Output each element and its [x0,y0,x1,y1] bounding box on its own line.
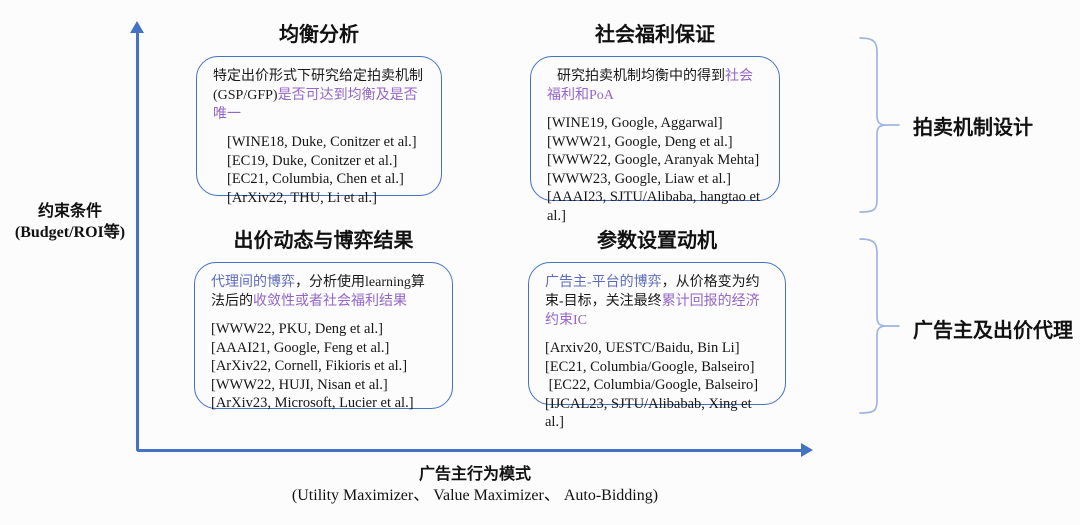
citation: [ArXiv22, Cornell, Fikioris et al.] [211,358,408,374]
desc-segment: 特定出价形式下研究给定拍卖机制(GSP/GFP) [213,69,423,103]
brace-label-advertiser-agent: 广告主及出价代理 [913,320,1073,342]
citation: [EC21, Columbia, Chen et al.] [227,171,404,187]
citation: [IJCAL23, SJTU/Alibabab, Xing et al.] [545,395,756,431]
quadrant-box: 广告主-平台的博弈，从价格变为约束-目标，关注最终累计回报的经济约束IC [Ar… [528,262,786,430]
y-axis-line [136,30,139,451]
desc-segment: ，分析使用learning算法后的 [211,275,425,309]
quadrant-equilibrium-analysis: 均衡分析 特定出价形式下研究给定拍卖机制(GSP/GFP)是否可达到均衡及是否唯… [196,22,442,206]
x-axis-label-line1: 广告主行为模式 [418,466,531,483]
quadrant-title: 均衡分析 [279,24,359,46]
x-axis-label-line2: (Utility Maximizer、 Value Maximizer、 Aut… [291,487,659,504]
citation: [EC19, Duke, Conitzer et al.] [227,152,398,169]
citation-list: [WINE19, Google, Aggarwal] [WWW21, Googl… [547,114,765,225]
curly-brace-icon [859,37,900,213]
citation: [EC22, Columbia/Google, Balseiro] [545,377,759,393]
quadrant-title: 参数设置动机 [597,230,717,252]
y-axis-label: 约束条件 (Budget/ROI等) [4,201,136,243]
desc-segment-highlight: 社会福利和PoA [547,69,753,103]
desc-segment: ，从价格变为约束-目标，关注最终 [545,275,760,309]
citation: [Arxiv20, UESTC/Baidu, Bin Li] [545,340,740,356]
x-axis-label: 广告主行为模式 (Utility Maximizer、 Value Maximi… [225,464,725,506]
quadrant-social-welfare: 社会福利保证 研究拍卖机制均衡中的得到社会福利和PoA [WINE19, Goo… [530,22,780,224]
quadrant-box: 特定出价形式下研究给定拍卖机制(GSP/GFP)是否可达到均衡及是否唯一 [WI… [196,56,442,206]
citation-list: [Arxiv20, UESTC/Baidu, Bin Li] [EC21, Co… [545,339,771,432]
quadrant-description: 广告主-平台的博弈，从价格变为约束-目标，关注最终累计回报的经济约束IC [545,273,771,330]
quadrant-title: 社会福利保证 [595,24,715,46]
citation: [WINE19, Google, Aggarwal] [547,115,723,131]
desc-segment-highlight: 累计回报的经济约束IC [545,294,760,328]
brace-auction-mechanism [854,36,900,219]
x-axis-arrow-icon [801,443,813,457]
quadrant-description: 特定出价形式下研究给定拍卖机制(GSP/GFP)是否可达到均衡及是否唯一 [213,67,427,124]
quadrant-bidding-dynamics: 出价动态与博弈结果 代理间的博弈，分析使用learning算法后的收敛性或者社会… [194,228,453,411]
desc-segment-highlight: 代理间的博弈 [211,275,295,290]
quadrant-box: 代理间的博弈，分析使用learning算法后的收敛性或者社会福利结果 [WWW2… [194,262,453,411]
y-axis-label-line1: 约束条件 [37,203,102,220]
y-axis-arrow-icon [130,21,144,33]
citation: [WWW23, Google, Liaw et al.] [547,170,731,187]
citation: [WWW22, HUJI, Nisan et al.] [211,376,388,393]
desc-segment-highlight: 广告主-平台的博弈 [545,275,662,290]
y-axis-label-line2: (Budget/ROI等) [14,224,126,241]
citation: [WWW22, PKU, Deng et al.] [211,321,383,337]
citation: [AAAI21, Google, Feng et al.] [211,339,390,356]
desc-segment: 研究拍卖机制均衡中的得到 [557,69,725,84]
brace-label-auction-mechanism: 拍卖机制设计 [913,117,1033,139]
citation: [WWW22, Google, Aranyak Mehta] [547,152,760,168]
brace-advertiser-agent [854,237,900,420]
citation: [WINE18, Duke, Conitzer et al.] [227,134,417,150]
curly-brace-icon [859,238,900,414]
citation: [ArXiv22, THU, Li et al.] [227,189,377,206]
citation-list: [WWW22, PKU, Deng et al.] [AAAI21, Googl… [211,320,438,413]
citation: [AAAI23, SJTU/Alibaba, hangtao et al.] [547,189,764,224]
quadrant-box: 研究拍卖机制均衡中的得到社会福利和PoA [WINE19, Google, Ag… [530,56,780,224]
desc-segment-highlight: 收敛性或者社会福利结果 [253,294,407,309]
quadrant-description: 研究拍卖机制均衡中的得到社会福利和PoA [547,67,765,105]
citation-list: [WINE18, Duke, Conitzer et al.] [EC19, D… [213,133,427,207]
quadrant-parameter-motivation: 参数设置动机 广告主-平台的博弈，从价格变为约束-目标，关注最终累计回报的经济约… [528,228,786,430]
desc-segment-highlight: 是否可达到均衡及是否唯一 [213,88,418,122]
quadrant-description: 代理间的博弈，分析使用learning算法后的收敛性或者社会福利结果 [211,273,438,311]
x-axis-line [137,449,803,452]
quadrant-title: 出价动态与博弈结果 [233,230,414,252]
citation: [EC21, Columbia/Google, Balseiro] [545,358,755,375]
citation: [WWW21, Google, Deng et al.] [547,133,733,150]
citation: [ArXiv23, Microsoft, Lucier et al.] [211,395,414,411]
